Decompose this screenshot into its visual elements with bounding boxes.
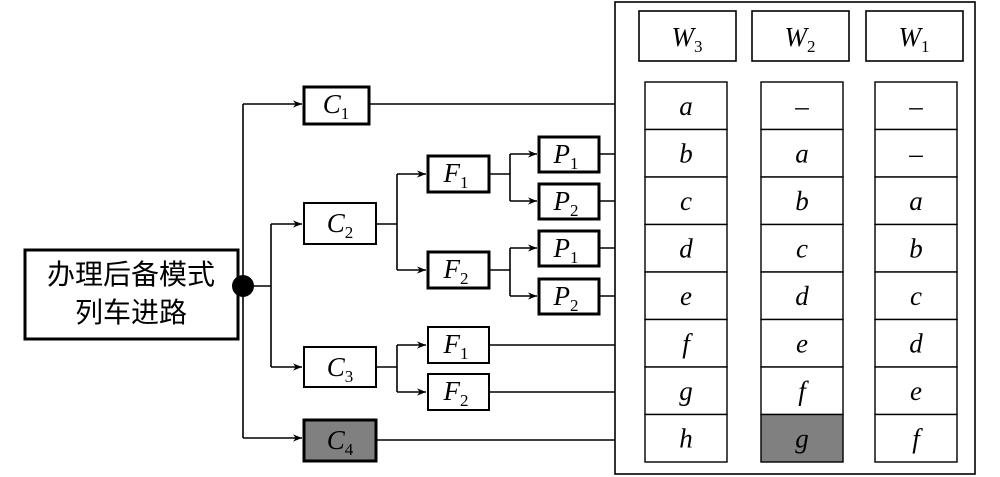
- cell-value-w2-1: –: [794, 91, 809, 121]
- table-cell-w1-8: [874, 413, 958, 463]
- table-cell-w1-3: [874, 176, 958, 226]
- svg-text:W1: W1: [899, 22, 930, 56]
- source-line-1: 办理后备模式: [47, 258, 215, 291]
- table-cell-w1-4: [874, 223, 958, 273]
- column-header-w1: W1: [865, 10, 964, 62]
- source-node: 办理后备模式 列车进路: [23, 248, 240, 341]
- sub-branch-c3-f2: F2: [427, 373, 490, 411]
- svg-text:C1: C1: [323, 89, 350, 123]
- table-cell-w2-1: [760, 81, 844, 131]
- table-cell-w3-8: [644, 413, 728, 463]
- cell-value-w1-2: –: [908, 138, 923, 168]
- cell-value-w2-6: e: [796, 328, 808, 358]
- svg-text:F2: F2: [443, 254, 469, 288]
- leaf-f2-p1: P1: [537, 229, 601, 268]
- table-cell-w2-5: [760, 271, 844, 321]
- cell-value-w3-2: b: [679, 138, 693, 168]
- cell-value-w3-7: g: [679, 376, 693, 406]
- branch-c1: C1: [302, 85, 371, 126]
- cell-value-w1-3: a: [909, 186, 923, 216]
- svg-text:P1: P1: [553, 233, 579, 267]
- cell-value-w3-3: c: [680, 186, 692, 216]
- svg-text:W3: W3: [672, 22, 703, 56]
- cell-value-w3-1: a: [679, 91, 693, 121]
- sub-branch-c2-f2: F2: [426, 250, 491, 290]
- table-cell-w2-2: [760, 128, 844, 178]
- cell-value-w1-4: b: [909, 233, 923, 263]
- table-cell-w3-2: [644, 128, 728, 178]
- table-cell-w2-6: [760, 318, 844, 368]
- table-cell-w1-6: [874, 318, 958, 368]
- sub-branch-c2-f1: F1: [426, 154, 491, 194]
- branch-c4-highlighted: C4: [302, 418, 378, 463]
- junction-dot: [232, 275, 254, 297]
- svg-text:W2: W2: [785, 22, 816, 56]
- cell-value-w3-8: h: [679, 423, 693, 453]
- table-cell-w3-5: [644, 271, 728, 321]
- cell-value-w1-6: d: [909, 328, 923, 358]
- svg-text:F2: F2: [443, 376, 469, 410]
- cell-value-w2-7: f: [798, 376, 809, 406]
- svg-text:F1: F1: [443, 158, 469, 192]
- leaf-f1-p2: P2: [537, 182, 601, 221]
- svg-text:P2: P2: [553, 186, 579, 220]
- cell-value-w3-4: d: [679, 233, 693, 263]
- table-cell-w1-7: [874, 366, 958, 416]
- table-cell-w3-4: [644, 223, 728, 273]
- cell-value-w2-5: d: [795, 281, 809, 311]
- sub-branch-c3-f1: F1: [427, 326, 490, 364]
- table-cell-w1-5: [874, 271, 958, 321]
- table-cell-w3-6: [644, 318, 728, 368]
- cell-value-w1-7: e: [910, 376, 922, 406]
- branch-c2: C2: [303, 202, 377, 245]
- cell-value-w1-8: f: [912, 423, 923, 453]
- table-cell-w2-4: [760, 223, 844, 273]
- svg-text:P2: P2: [553, 281, 579, 315]
- svg-text:P1: P1: [553, 139, 579, 173]
- table-cell-w2-8-highlighted: [760, 413, 844, 463]
- table-cell-w1-2: [874, 128, 958, 178]
- svg-text:F1: F1: [443, 329, 469, 363]
- leaf-f2-p2: P2: [537, 277, 601, 316]
- highlight-fill: [302, 418, 378, 463]
- source-line-2: 列车进路: [75, 296, 187, 329]
- column-header-w3: W3: [638, 10, 737, 62]
- cell-value-w2-2: a: [795, 138, 809, 168]
- cell-value-w2-4: c: [796, 233, 808, 263]
- table-cell-w3-7: [644, 366, 728, 416]
- table-cell-w1-1: [874, 81, 958, 131]
- branch-c3: C3: [303, 346, 377, 388]
- cell-value-w1-5: c: [910, 281, 922, 311]
- cell-value-w2-8: g: [795, 423, 809, 453]
- svg-text:C3: C3: [327, 352, 354, 386]
- svg-text:C2: C2: [327, 208, 354, 242]
- cell-value-w2-3: b: [795, 186, 809, 216]
- table-cell-w3-1: [644, 81, 728, 131]
- column-header-w2: W2: [751, 10, 850, 62]
- svg-text:C4: C4: [327, 425, 354, 459]
- cell-value-w3-6: f: [682, 328, 693, 358]
- leaf-f1-p1: P1: [537, 135, 601, 174]
- cell-value-w1-1: –: [908, 91, 923, 121]
- cell-value-w3-5: e: [680, 281, 692, 311]
